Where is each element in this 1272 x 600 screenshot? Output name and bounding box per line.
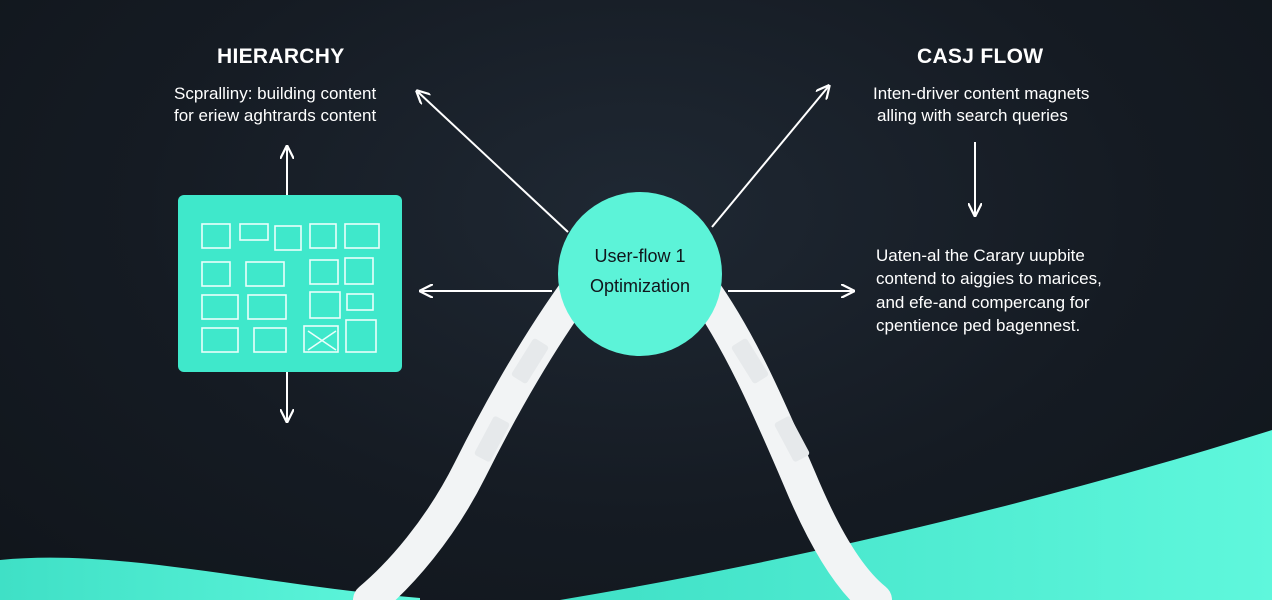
cast-flow-line-1: Inten-driver content magnets	[873, 84, 1090, 103]
center-node	[558, 192, 722, 356]
center-label-line-2: Optimization	[589, 276, 691, 296]
cast-flow-line-2: alling with search queries	[877, 106, 1068, 125]
hierarchy-heading: HIERARCHY	[217, 45, 345, 68]
arrow-to-cast-flow	[711, 87, 828, 228]
grid-panel	[178, 195, 402, 372]
right-text-line-1: Uaten-al the Carary uupbite	[876, 246, 1085, 265]
center-node-label: User-flow 1 Optimization	[555, 246, 725, 297]
hierarchy-line-2: for eriew aghtrards content	[174, 106, 377, 125]
cast-flow-heading: CASJ FLOW	[917, 45, 1044, 68]
arrow-to-hierarchy	[418, 92, 569, 233]
hierarchy-line-1: Scpralliny: building content	[174, 84, 377, 103]
bottom-wave	[0, 557, 420, 600]
right-text-line-2: contend to aiggies to marices,	[876, 269, 1102, 288]
bottom-wave-right	[560, 430, 1272, 600]
center-label-line-1: User-flow 1	[594, 246, 686, 266]
flow-tube-left	[353, 268, 597, 600]
right-text-line-3: and efe-and compercang for	[876, 293, 1090, 312]
right-text-line-4: cpentience ped bagennest.	[876, 316, 1081, 335]
flow-tube-right	[683, 268, 892, 600]
